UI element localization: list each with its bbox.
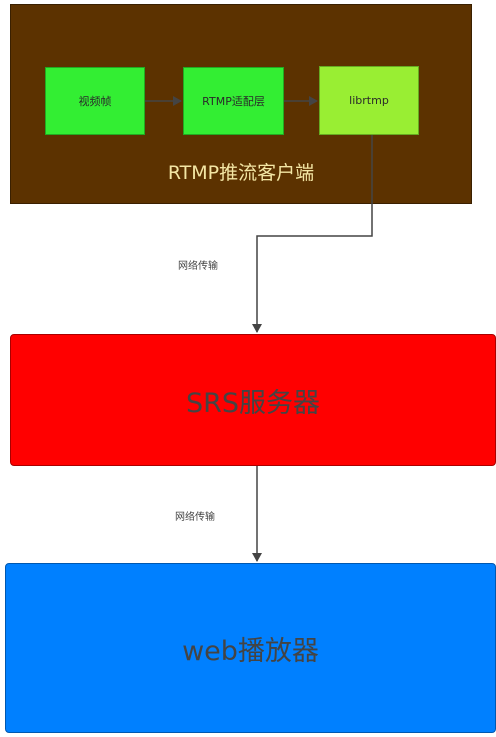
video-frame-node: 视频帧 [45, 67, 145, 135]
rtmp-adapter-node: RTMP适配层 [183, 67, 284, 135]
edge-label-network-transfer-2: 网络传输 [175, 512, 215, 523]
web-player-label: web播放器 [182, 635, 319, 667]
srs-server-label: SRS服务器 [185, 387, 321, 419]
web-player-box: web播放器 [5, 563, 496, 733]
librtmp-label: librtmp [349, 94, 389, 107]
client-title: RTMP推流客户端 [167, 162, 315, 184]
rtmp-adapter-label: RTMP适配层 [202, 95, 265, 108]
librtmp-node: librtmp [319, 66, 419, 135]
srs-server-box: SRS服务器 [10, 334, 496, 466]
video-frame-label: 视频帧 [78, 95, 112, 108]
edge-label-network-transfer-1: 网络传输 [178, 261, 218, 272]
